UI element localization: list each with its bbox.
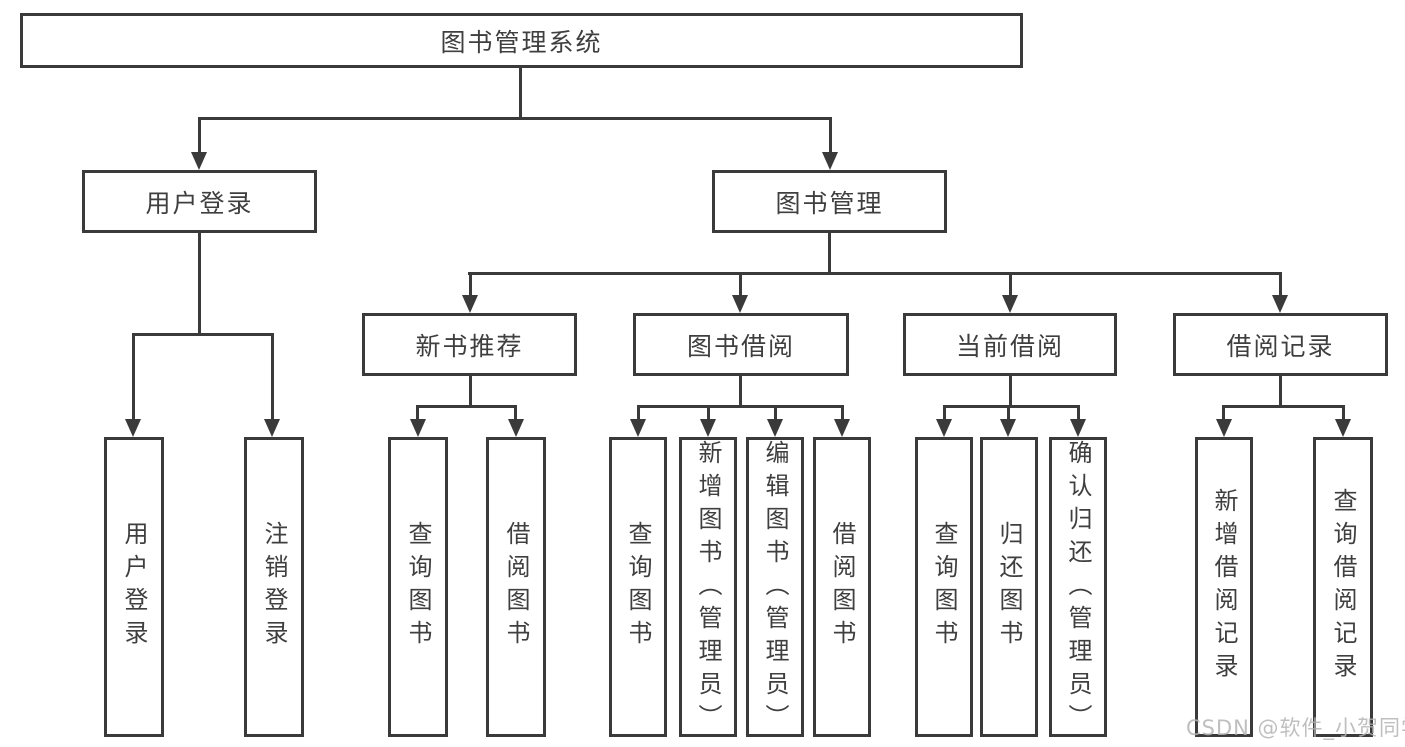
arrow-down-icon [630,419,646,437]
leaf-borrow-query-books-label: 查询图书 [624,521,652,653]
connector-line [1279,272,1282,298]
connector-line [1009,272,1012,298]
connector-line [637,405,640,423]
connector-line [469,376,472,408]
leaf-borrow-query-books: 查询图书 [609,437,667,737]
connector-line [271,333,274,423]
node-user-login-label: 用户登录 [145,188,254,218]
connector-line [1222,405,1225,423]
node-new-book-recommend: 新书推荐 [362,313,577,376]
arrow-down-icon [264,419,280,437]
arrow-down-icon [508,419,524,437]
node-root-label: 图书管理系统 [440,27,603,57]
connector-line [637,405,844,408]
leaf-user-login-label: 用户登录 [120,521,148,653]
arrow-down-icon [767,419,783,437]
arrow-down-icon [1002,295,1018,313]
node-book-management: 图书管理 [712,170,947,233]
arrow-down-icon [125,419,141,437]
leaf-current-confirm-return-admin: 确认归还（管理员） [1049,437,1107,737]
leaf-records-query-record-label: 查询借阅记录 [1329,488,1357,686]
connector-line [739,272,742,298]
arrow-down-icon [732,295,748,313]
leaf-borrow-add-books-admin: 新增图书（管理员） [679,437,737,737]
connector-line [132,333,135,423]
connector-line [841,405,844,423]
node-current-borrow-label: 当前借阅 [955,331,1064,361]
connector-line [469,272,472,298]
csdn-watermark: CSDN @软件_小贺同学 [1186,716,1405,740]
arrow-down-icon [410,419,426,437]
leaf-user-login: 用户登录 [104,437,164,737]
arrow-down-icon [1272,295,1288,313]
node-new-book-recommend-label: 新书推荐 [415,331,524,361]
connector-line [739,376,742,408]
node-user-login: 用户登录 [82,170,317,233]
leaf-current-query-books-label: 查询图书 [930,521,958,653]
connector-line [514,405,517,423]
leaf-borrow-borrow-books-label: 借阅图书 [828,521,856,653]
connector-line [1007,405,1010,423]
arrow-down-icon [1335,419,1351,437]
connector-line [828,233,831,275]
leaf-current-return-books: 归还图书 [980,437,1038,737]
node-book-borrow-label: 图书借阅 [686,331,795,361]
connector-line [943,405,1080,408]
connector-line [829,117,832,155]
connector-line [198,117,201,155]
connector-line [198,117,832,120]
connector-line [1222,405,1345,408]
connector-line [1279,376,1282,408]
connector-line [1009,376,1012,408]
leaf-logout: 注销登录 [244,437,304,737]
leaf-records-add-record: 新增借阅记录 [1195,437,1253,737]
node-book-management-label: 图书管理 [775,188,884,218]
arrow-down-icon [1000,419,1016,437]
leaf-borrow-edit-books-admin-label: 编辑图书（管理员） [761,440,789,737]
arrow-down-icon [1070,419,1086,437]
arrow-down-icon [834,419,850,437]
leaf-newbook-query-books-label: 查询图书 [404,521,432,653]
node-book-borrow: 图书借阅 [633,313,849,376]
leaf-borrow-add-books-admin-label: 新增图书（管理员） [694,440,722,737]
leaf-newbook-borrow-books-label: 借阅图书 [502,521,530,653]
leaf-records-add-record-label: 新增借阅记录 [1210,488,1238,686]
arrow-down-icon [700,419,716,437]
leaf-logout-label: 注销登录 [260,521,288,653]
connector-line [468,272,1281,275]
leaf-borrow-borrow-books: 借阅图书 [813,437,871,737]
leaf-borrow-edit-books-admin: 编辑图书（管理员） [746,437,804,737]
connector-line [198,233,201,335]
arrow-down-icon [462,295,478,313]
connector-line [519,66,522,118]
node-current-borrow: 当前借阅 [903,313,1117,376]
node-root: 图书管理系统 [20,13,1023,68]
connector-line [1342,405,1345,423]
arrow-down-icon [191,152,207,170]
arrow-down-icon [1216,419,1232,437]
leaf-current-confirm-return-admin-label: 确认归还（管理员） [1064,440,1092,737]
arrow-down-icon [822,152,838,170]
connector-line [416,405,419,423]
connector-line [707,405,710,423]
connector-line [774,405,777,423]
connector-line [1077,405,1080,423]
arrow-down-icon [936,419,952,437]
leaf-current-query-books: 查询图书 [915,437,973,737]
connector-line [416,405,517,408]
connector-line [132,333,274,336]
node-borrow-records: 借阅记录 [1173,313,1388,376]
connector-line [943,405,946,423]
leaf-newbook-query-books: 查询图书 [388,437,448,737]
leaf-current-return-books-label: 归还图书 [995,521,1023,653]
node-borrow-records-label: 借阅记录 [1226,331,1335,361]
leaf-records-query-record: 查询借阅记录 [1313,437,1373,737]
leaf-newbook-borrow-books: 借阅图书 [486,437,546,737]
